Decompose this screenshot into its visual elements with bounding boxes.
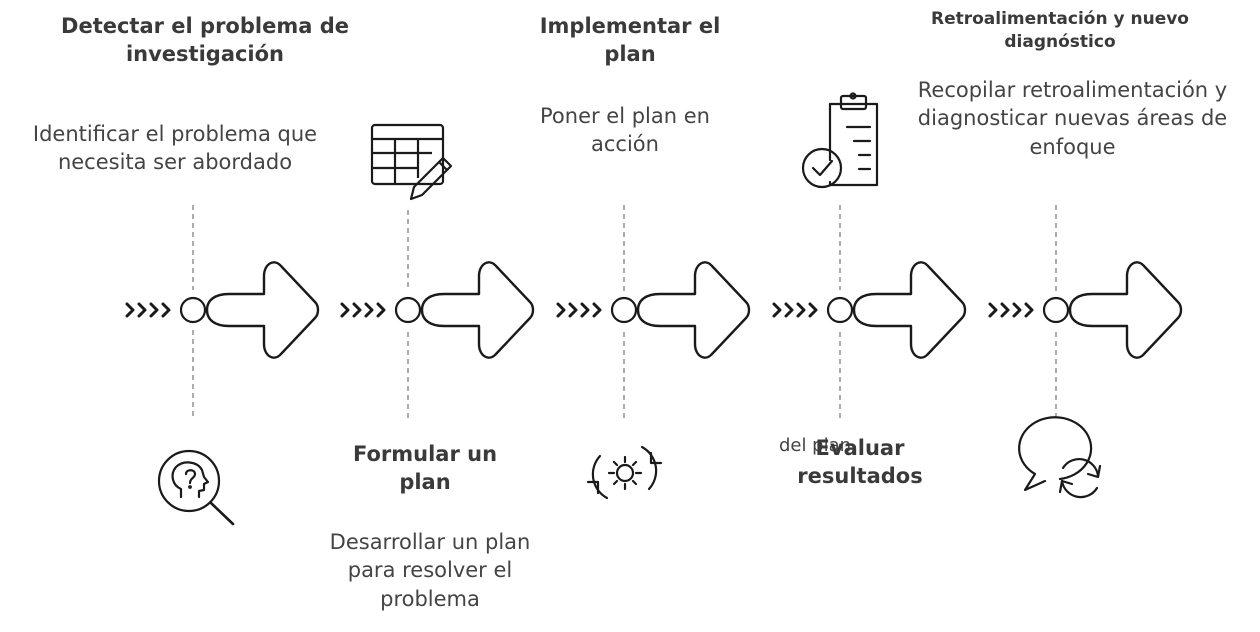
stage-4-chevron (784, 302, 794, 318)
clipboard-check-icon (801, 92, 879, 189)
stage-2-chevron (364, 302, 374, 318)
stage-5-node (1042, 296, 1070, 324)
timeline-stages (125, 205, 1183, 420)
step-5-title: Retroalimentación y nuevo diagnóstico (931, 9, 1189, 52)
step-5-description: Recopilar retroalimentación y diagnostic… (917, 78, 1228, 159)
step-4-title: Evaluar resultados (797, 436, 923, 489)
stage-3-node (610, 296, 638, 324)
stage-4-arrow (852, 261, 967, 359)
table-pencil-icon (370, 123, 453, 201)
stage-5-chevron (988, 302, 998, 318)
stage-3-chevron (580, 302, 590, 318)
stage-1-chevron (149, 302, 159, 318)
stage-3-chevron (592, 302, 602, 318)
step-2-title: Formular un plan (352, 442, 498, 495)
stage-1-chevron (137, 302, 147, 318)
gear-cycle-icon (586, 445, 663, 500)
stage-2-chevron (352, 302, 362, 318)
step-3-title: Implementar el plan (539, 14, 721, 67)
stage-4-chevron (808, 302, 818, 318)
stage-5-chevron (1024, 302, 1034, 318)
stage-2-arrow (420, 261, 535, 359)
chat-refresh-icon (1018, 416, 1102, 499)
stage-2-node (394, 296, 422, 324)
stage-3-chevron (568, 302, 578, 318)
step-4-description-fragment: del plan (778, 435, 852, 456)
stage-2-chevron (376, 302, 386, 318)
step-2-description: Desarrollar un plan para resolver el pro… (329, 530, 531, 611)
stage-3-chevron (556, 302, 566, 318)
stage-1-node (179, 296, 207, 324)
stage-1-chevron (161, 302, 171, 318)
stage-5-arrow (1068, 261, 1183, 359)
stage-3-arrow (636, 261, 751, 359)
stage-4-chevron (772, 302, 782, 318)
stage-4-chevron (796, 302, 806, 318)
stage-1-arrow (205, 261, 320, 359)
stage-5-chevron (1000, 302, 1010, 318)
step-1-title: Detectar el problema de investigación (61, 14, 349, 67)
head-question-magnifier-icon (157, 449, 235, 526)
stage-1-chevron (125, 302, 135, 318)
stage-2-chevron (340, 302, 350, 318)
step-1-description: Identificar el problema que necesita ser… (32, 122, 318, 175)
stage-4-node (826, 296, 854, 324)
step-3-description: Poner el plan en acción (540, 104, 710, 157)
stage-5-chevron (1012, 302, 1022, 318)
